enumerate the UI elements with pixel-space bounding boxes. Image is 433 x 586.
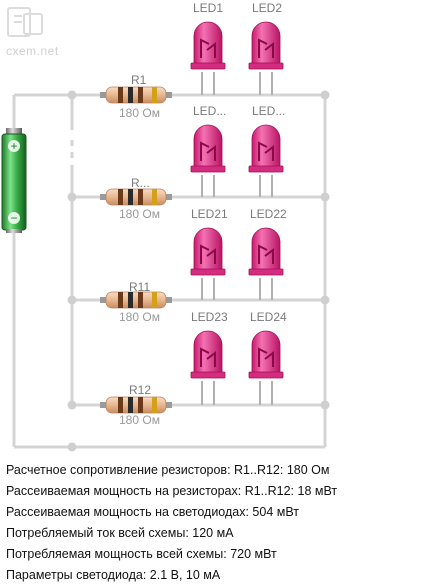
led-label: LED1 <box>193 1 224 15</box>
continuation-mark <box>70 152 74 158</box>
info-line: Рассеиваемая мощность на резисторах: R1.… <box>6 484 338 498</box>
junction-dot <box>67 295 77 305</box>
resistor-value: 180 Ом <box>119 310 160 324</box>
led-label: LED22 <box>250 207 287 221</box>
watermark-text: cxem.net <box>6 44 59 58</box>
svg-text:+: + <box>10 139 17 153</box>
led-label: LED2 <box>252 1 283 15</box>
led-label: LED23 <box>191 310 228 324</box>
led <box>248 227 284 300</box>
info-line: Параметры светодиода: 2.1 В, 10 мА <box>6 568 221 582</box>
led <box>248 124 284 197</box>
info-line: Потребляемый ток всей схемы: 120 мА <box>6 526 234 540</box>
led <box>190 21 226 95</box>
led-label: LED24 <box>250 310 287 324</box>
resistor <box>100 188 172 206</box>
led <box>190 124 226 197</box>
junction-dot <box>320 295 330 305</box>
continuation-mark <box>323 152 327 158</box>
junction-dot <box>67 442 77 452</box>
resistor <box>100 86 172 104</box>
junction-dot <box>320 400 330 410</box>
info-line: Расчетное сопротивление резисторов: R1..… <box>6 463 330 477</box>
resistor-label: R... <box>131 176 150 190</box>
led-label: LED... <box>252 104 286 118</box>
resistor-label: R12 <box>129 383 152 397</box>
continuation-mark <box>70 140 74 146</box>
calculation-results: Расчетное сопротивление резисторов: R1..… <box>6 460 426 586</box>
resistor <box>100 291 172 309</box>
junction-dot <box>67 192 77 202</box>
junction-dot <box>67 90 77 100</box>
battery: + − <box>1 128 27 233</box>
watermark-logo <box>7 7 43 37</box>
resistor-label: R11 <box>129 280 151 294</box>
led <box>248 330 284 405</box>
info-line: Потребляемая мощность всей схемы: 720 мВ… <box>6 547 277 561</box>
svg-text:−: − <box>10 211 17 225</box>
led <box>190 330 226 405</box>
led <box>190 227 226 300</box>
resistor-value: 180 Ом <box>119 106 160 120</box>
info-line: Рассеиваемая мощность на светодиодах: 50… <box>6 505 299 519</box>
resistor-value: 180 Ом <box>119 413 160 427</box>
led <box>248 21 284 95</box>
led-label: LED21 <box>191 207 228 221</box>
junction-dot <box>320 192 330 202</box>
resistor-label: R1 <box>131 73 147 87</box>
junction-dot <box>320 90 330 100</box>
resistor <box>100 396 172 414</box>
circuit-diagram: + − <box>1 21 330 452</box>
resistor-value: 180 Ом <box>119 207 160 221</box>
junction-dot <box>67 400 77 410</box>
led-label: LED... <box>193 104 227 118</box>
continuation-mark <box>323 140 327 146</box>
